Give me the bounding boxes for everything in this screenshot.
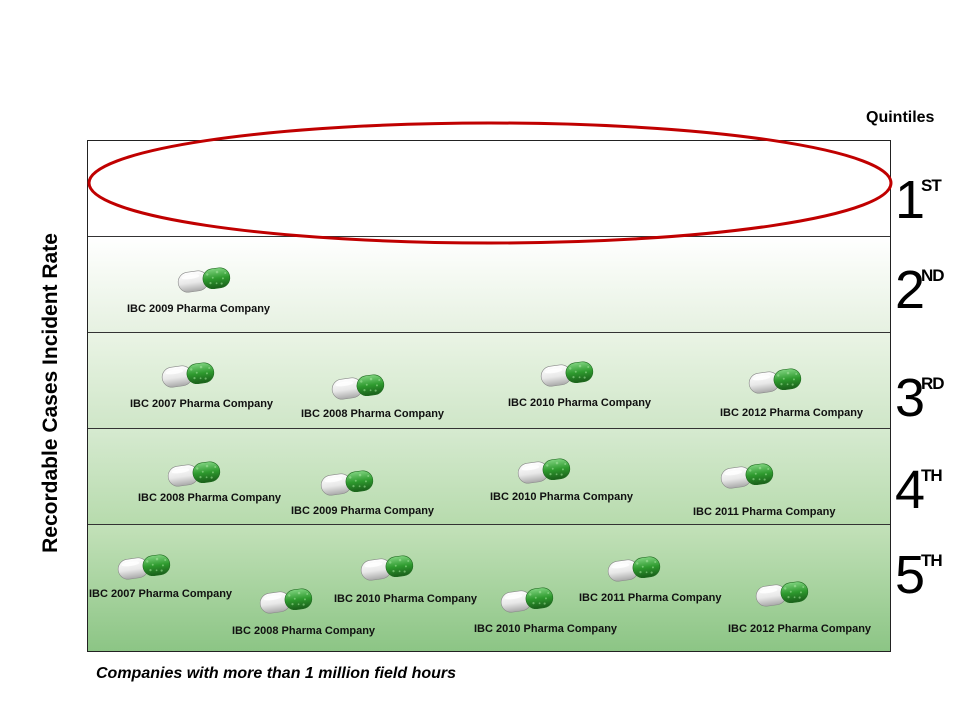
rank-suffix: TH <box>921 466 943 485</box>
quintile-chart <box>87 140 891 652</box>
quintile-rank-2: 2 ND <box>895 260 955 320</box>
capsule-icon <box>331 374 385 400</box>
footer-caption: Companies with more than 1 million field… <box>96 665 457 682</box>
company-label: IBC 2007 Pharma Company <box>89 588 233 600</box>
company-label: IBC 2008 Pharma Company <box>301 408 445 420</box>
quintile-rank-1: 1 ST <box>895 170 955 230</box>
capsule-icon <box>517 458 571 484</box>
rank-suffix: RD <box>921 374 945 393</box>
rank-suffix: TH <box>921 551 943 570</box>
company-label: IBC 2008 Pharma Company <box>232 625 376 637</box>
company-label: IBC 2009 Pharma Company <box>127 303 271 315</box>
quintile-band-5 <box>88 525 890 651</box>
rank-number: 2 <box>895 260 926 320</box>
rank-number: 1 <box>895 170 926 230</box>
rank-suffix: ND <box>921 266 945 285</box>
capsule-icon <box>117 554 171 580</box>
rank-number: 4 <box>895 460 926 520</box>
capsule-icon <box>259 588 313 614</box>
quintile-rank-3: 3 RD <box>895 368 955 428</box>
company-label: IBC 2012 Pharma Company <box>728 623 872 635</box>
capsule-icon <box>607 556 661 582</box>
company-label: IBC 2011 Pharma Company <box>693 506 836 518</box>
company-label: IBC 2009 Pharma Company <box>291 505 435 517</box>
capsule-icon <box>177 267 231 293</box>
rank-number: 5 <box>895 545 926 605</box>
company-label: IBC 2010 Pharma Company <box>474 623 618 635</box>
rank-number: 3 <box>895 368 926 428</box>
company-label: IBC 2010 Pharma Company <box>334 593 478 605</box>
capsule-icon <box>748 368 802 394</box>
y-axis-label: Recordable Cases Incident Rate <box>39 233 62 553</box>
quintile-rank-4: 4 TH <box>895 460 955 520</box>
capsule-icon <box>755 581 809 607</box>
capsule-icon <box>540 361 594 387</box>
company-label: IBC 2010 Pharma Company <box>490 491 634 503</box>
company-label: IBC 2012 Pharma Company <box>720 407 864 419</box>
capsule-icon <box>360 555 414 581</box>
quintile-band-1 <box>88 141 890 237</box>
quintile-rank-5: 5 TH <box>895 545 955 605</box>
company-label: IBC 2011 Pharma Company <box>579 592 722 604</box>
capsule-icon <box>500 587 554 613</box>
capsule-icon <box>167 461 221 487</box>
capsule-icon <box>161 362 215 388</box>
company-label: IBC 2010 Pharma Company <box>508 397 652 409</box>
company-label: IBC 2008 Pharma Company <box>138 492 282 504</box>
capsule-icon <box>720 463 774 489</box>
quintiles-header: Quintiles <box>866 109 935 126</box>
rank-suffix: ST <box>921 176 942 195</box>
company-label: IBC 2007 Pharma Company <box>130 398 274 410</box>
capsule-icon <box>320 470 374 496</box>
